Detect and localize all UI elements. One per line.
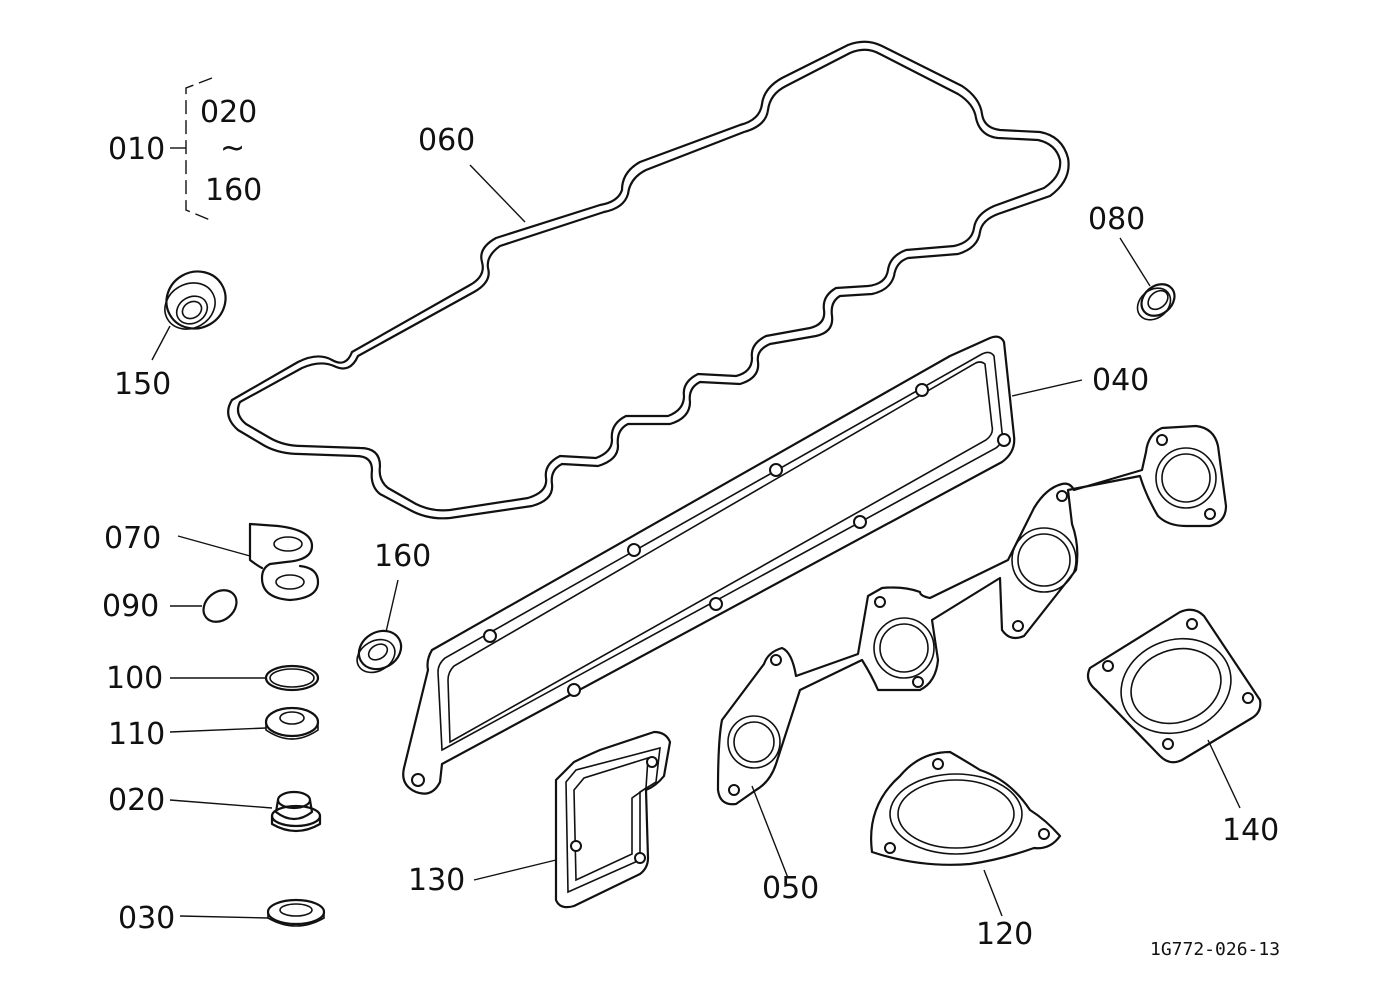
label-030: 030 <box>118 901 176 936</box>
label-020-range-start: 020 <box>200 95 258 130</box>
part-020-valve-stem-seal <box>169 790 322 833</box>
label-040: 040 <box>1092 363 1150 398</box>
label-080: 080 <box>1088 202 1146 237</box>
part-030-washer <box>179 898 326 927</box>
part-160-seal <box>356 579 403 674</box>
label-160: 160 <box>374 539 432 574</box>
part-040-manifold-gasket <box>402 335 1083 795</box>
part-110-washer <box>169 706 320 740</box>
part-150-oil-seal <box>151 270 227 361</box>
label-100: 100 <box>106 661 164 696</box>
part-090-o-ring <box>170 589 238 623</box>
part-080-seal <box>1119 237 1176 321</box>
label-020: 020 <box>108 783 166 818</box>
label-010: 010 <box>108 132 166 167</box>
part-130-gasket <box>473 730 672 909</box>
label-range-tilde: ~ <box>220 131 246 166</box>
label-140: 140 <box>1222 813 1280 848</box>
part-050-exhaust-gasket <box>716 424 1228 879</box>
drawing-code: 1G772-026-13 <box>1150 939 1281 960</box>
label-130: 130 <box>408 863 466 898</box>
part-100-o-ring <box>170 664 320 692</box>
label-050: 050 <box>762 871 820 906</box>
label-110: 110 <box>108 717 166 752</box>
part-120-gasket <box>870 750 1062 917</box>
label-150: 150 <box>114 367 172 402</box>
label-090: 090 <box>102 589 160 624</box>
set-bracket <box>170 77 213 221</box>
label-160-range-end: 160 <box>205 173 263 208</box>
part-140-gasket <box>1086 608 1262 809</box>
label-060: 060 <box>418 123 476 158</box>
label-070: 070 <box>104 521 162 556</box>
label-120: 120 <box>976 917 1034 952</box>
part-060-head-cover-gasket <box>227 40 1070 520</box>
part-070-washer <box>177 522 320 602</box>
